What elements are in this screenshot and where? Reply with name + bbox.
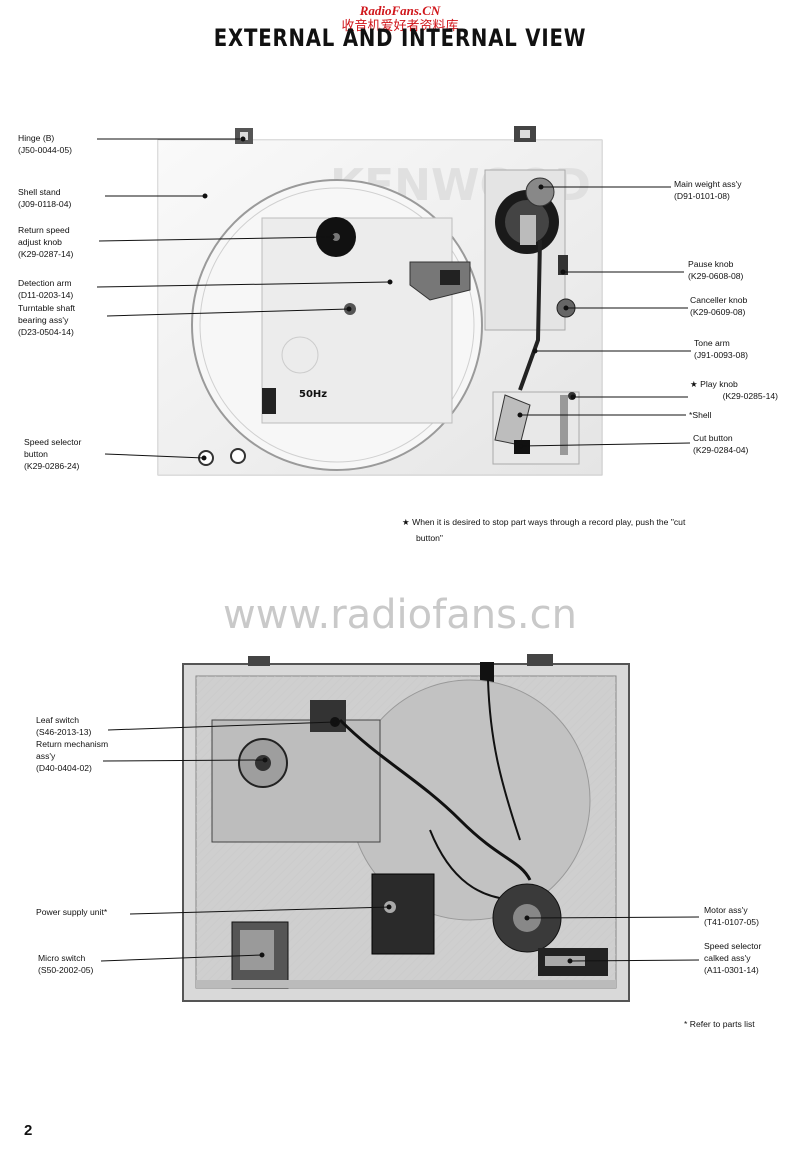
label-turntable-shaft-code: (D23-0504-14) xyxy=(18,327,74,337)
label-detection-arm-name: Detection arm xyxy=(18,278,72,288)
label-hinge: Hinge (B) (J50-0044-05) xyxy=(18,132,72,156)
watermark: www.radiofans.cn xyxy=(223,592,577,638)
label-tone-arm-name: Tone arm xyxy=(694,338,730,348)
page-number: 2 xyxy=(24,1122,33,1139)
hz-marking: 50Hz xyxy=(299,389,327,400)
label-hinge-name: Hinge (B) xyxy=(18,133,55,143)
label-micro-switch-name: Micro switch xyxy=(38,953,86,963)
note-cut-button: ★ When it is desired to stop part ways t… xyxy=(402,514,782,546)
label-shell-name: *Shell xyxy=(689,410,712,420)
label-speed-selector-code: (K29-0286-24) xyxy=(24,461,80,471)
label-return-mechanism-line2: ass'y xyxy=(36,751,56,761)
label-speed-selector-line1: Speed selector xyxy=(24,437,82,447)
label-shell-stand-name: Shell stand xyxy=(18,187,61,197)
label-speed-selector-line2: button xyxy=(24,449,48,459)
label-tone-arm: Tone arm (J91-0093-08) xyxy=(694,337,748,361)
label-main-weight-name: Main weight ass'y xyxy=(674,179,742,189)
label-hinge-code: (J50-0044-05) xyxy=(18,145,72,155)
label-tone-arm-code: (J91-0093-08) xyxy=(694,350,748,360)
label-play-knob-code: (K29-0285-14) xyxy=(722,391,778,401)
label-canceller-knob-name: Canceller knob xyxy=(690,295,748,305)
label-power-supply-name: Power supply unit* xyxy=(36,907,108,917)
label-main-weight: Main weight ass'y (D91-0101-08) xyxy=(674,178,742,202)
label-detection-arm-code: (D11-0203-14) xyxy=(18,290,74,300)
label-cut-button-code: (K29-0284-04) xyxy=(693,445,749,455)
label-turntable-shaft-line2: bearing ass'y xyxy=(18,315,69,325)
label-speed-selector-button: Speed selector button (K29-0286-24) xyxy=(24,436,81,472)
label-turntable-shaft-line1: Turntable shaft xyxy=(18,303,76,313)
note-cut-line1: ★ When it is desired to stop part ways t… xyxy=(402,517,686,527)
page-title: EXTERNAL AND INTERNAL VIEW xyxy=(213,24,587,52)
label-return-speed-code: (K29-0287-14) xyxy=(18,249,74,259)
label-return-mechanism-code: (D40-0404-02) xyxy=(36,763,92,773)
note-cut-line2: button" xyxy=(416,533,443,543)
label-speed-selector-calked-code: (A11-0301-14) xyxy=(704,965,759,975)
label-return-speed-line1: Return speed xyxy=(18,225,70,235)
label-micro-switch-code: (S50-2002-05) xyxy=(38,965,94,975)
label-micro-switch: Micro switch (S50-2002-05) xyxy=(38,952,93,976)
label-speed-selector-calked-line2: calked ass'y xyxy=(704,953,751,963)
label-play-knob-name: ★ Play knob xyxy=(690,379,738,389)
label-canceller-knob-code: (K29-0609-08) xyxy=(690,307,746,317)
label-speed-selector-calked-line1: Speed selector xyxy=(704,941,762,951)
label-return-speed-line2: adjust knob xyxy=(18,237,62,247)
label-pause-knob-name: Pause knob xyxy=(688,259,734,269)
label-main-weight-code: (D91-0101-08) xyxy=(674,191,730,201)
label-cut-button: Cut button (K29-0284-04) xyxy=(693,432,748,456)
label-leaf-switch: Leaf switch (S46-2013-13) xyxy=(36,714,91,738)
label-motor-code: (T41-0107-05) xyxy=(704,917,759,927)
label-play-knob: ★ Play knob (K29-0285-14) xyxy=(690,378,778,402)
label-motor: Motor ass'y (T41-0107-05) xyxy=(704,904,759,928)
label-shell: *Shell xyxy=(689,409,711,421)
site-name: RadioFans.CN xyxy=(359,3,441,18)
label-shell-stand: Shell stand (J09-0118-04) xyxy=(18,186,71,210)
label-shell-stand-code: (J09-0118-04) xyxy=(18,199,72,209)
label-return-mechanism-line1: Return mechanism xyxy=(36,739,109,749)
label-pause-knob: Pause knob (K29-0608-08) xyxy=(688,258,743,282)
label-leaf-switch-code: (S46-2013-13) xyxy=(36,727,92,737)
label-detection-arm: Detection arm (D11-0203-14) xyxy=(18,277,73,301)
note-refer-parts: * Refer to parts list xyxy=(684,1019,755,1029)
label-canceller-knob: Canceller knob (K29-0609-08) xyxy=(690,294,747,318)
label-leaf-switch-name: Leaf switch xyxy=(36,715,79,725)
label-cut-button-name: Cut button xyxy=(693,433,733,443)
label-motor-name: Motor ass'y xyxy=(704,905,748,915)
site-name-chinese: 收音机爱好者资料库 xyxy=(341,19,459,34)
label-turntable-shaft: Turntable shaft bearing ass'y (D23-0504-… xyxy=(18,302,75,338)
label-pause-knob-code: (K29-0608-08) xyxy=(688,271,744,281)
label-return-speed-knob: Return speed adjust knob (K29-0287-14) xyxy=(18,224,73,260)
label-speed-selector-calked: Speed selector calked ass'y (A11-0301-14… xyxy=(704,940,761,976)
label-return-mechanism: Return mechanism ass'y (D40-0404-02) xyxy=(36,738,108,774)
label-power-supply: Power supply unit* xyxy=(36,906,107,918)
